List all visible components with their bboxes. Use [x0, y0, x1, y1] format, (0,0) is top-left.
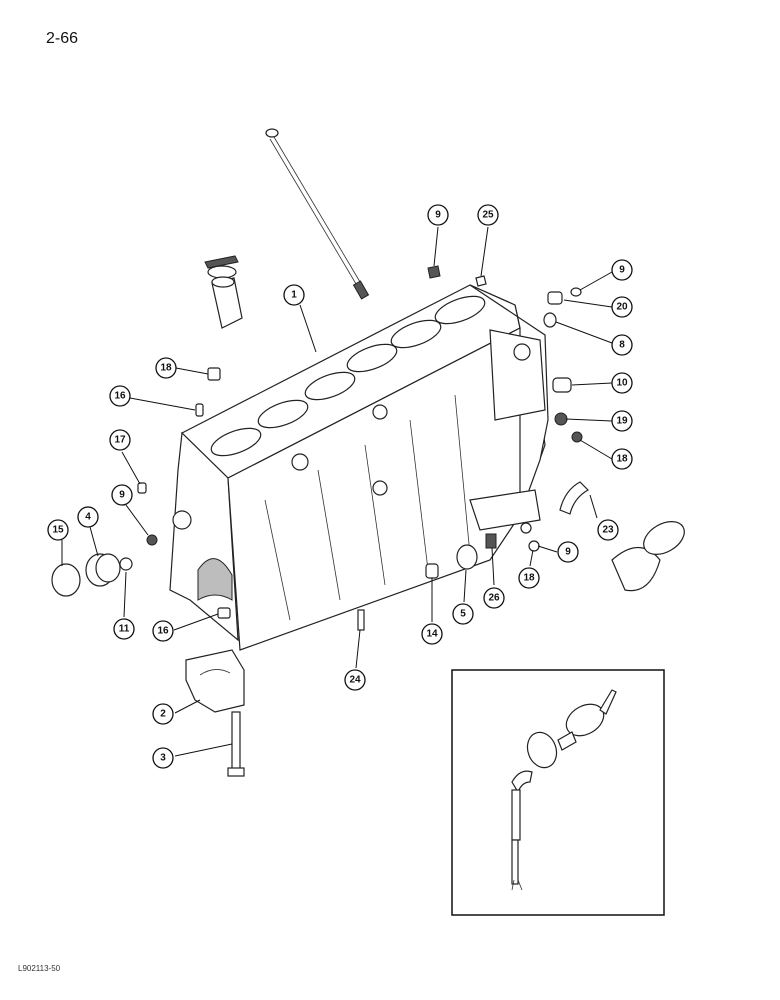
callout-label: 9: [119, 490, 125, 501]
callout-label: 11: [119, 624, 130, 635]
dipstick: [265, 128, 370, 300]
callout-label: 9: [435, 210, 441, 221]
callout-label: 17: [114, 435, 126, 446]
callout-label: 14: [426, 629, 438, 640]
callout-18: 18: [611, 448, 633, 470]
callout-label: 26: [488, 593, 500, 604]
callout-16: 16: [152, 620, 174, 642]
callout-15: 15: [47, 519, 69, 541]
callout-label: 15: [52, 525, 64, 536]
callout-label: 4: [85, 512, 91, 523]
callout-label: 18: [523, 573, 535, 584]
callout-17: 17: [109, 429, 131, 451]
callout-5: 5: [452, 603, 474, 625]
callout-label: 1: [291, 290, 297, 301]
callout-24: 24: [344, 669, 366, 691]
callout-23: 23: [597, 519, 619, 541]
engine-block: [169, 284, 549, 651]
callout-9: 9: [111, 484, 133, 506]
callout-8: 8: [611, 334, 633, 356]
callout-18: 18: [155, 357, 177, 379]
callout-label: 18: [160, 363, 172, 374]
callout-18: 18: [518, 567, 540, 589]
callout-3: 3: [152, 747, 174, 769]
plugs-and-fittings: [51, 265, 685, 631]
callout-1: 1: [283, 284, 305, 306]
callout-label: 19: [616, 416, 628, 427]
callout-label: 10: [616, 378, 628, 389]
callout-label: 25: [482, 210, 494, 221]
bearing-cap-bolt: [227, 711, 245, 777]
callout-4: 4: [77, 506, 99, 528]
callout-20: 20: [611, 296, 633, 318]
callout-label: 24: [349, 675, 361, 686]
callout-label: 23: [602, 525, 614, 536]
callout-9: 9: [427, 204, 449, 226]
callout-25: 25: [477, 204, 499, 226]
leader-lines: [61, 226, 613, 757]
callout-label: 16: [114, 391, 126, 402]
callout-label: 3: [160, 753, 166, 764]
oil-filler: [204, 255, 243, 329]
callout-label: 9: [565, 547, 571, 558]
inset-detail-box: [451, 669, 665, 916]
callout-label: 16: [157, 626, 169, 637]
callout-14: 14: [421, 623, 443, 645]
callout-label: 20: [616, 302, 628, 313]
figure-code: L902113-50: [18, 964, 61, 973]
callout-11: 11: [113, 618, 135, 640]
callout-9: 9: [611, 259, 633, 281]
callout-10: 10: [611, 372, 633, 394]
callout-9: 9: [557, 541, 579, 563]
callout-label: 9: [619, 265, 625, 276]
callout-16: 16: [109, 385, 131, 407]
callout-label: 5: [460, 609, 466, 620]
callout-26: 26: [483, 587, 505, 609]
callout-label: 18: [616, 454, 628, 465]
page-number: 2-66: [46, 30, 79, 47]
main-bearing-cap: [185, 649, 245, 713]
callout-label: 8: [619, 340, 625, 351]
callout-label: 2: [160, 709, 166, 720]
callout-19: 19: [611, 410, 633, 432]
callout-2: 2: [152, 703, 174, 725]
